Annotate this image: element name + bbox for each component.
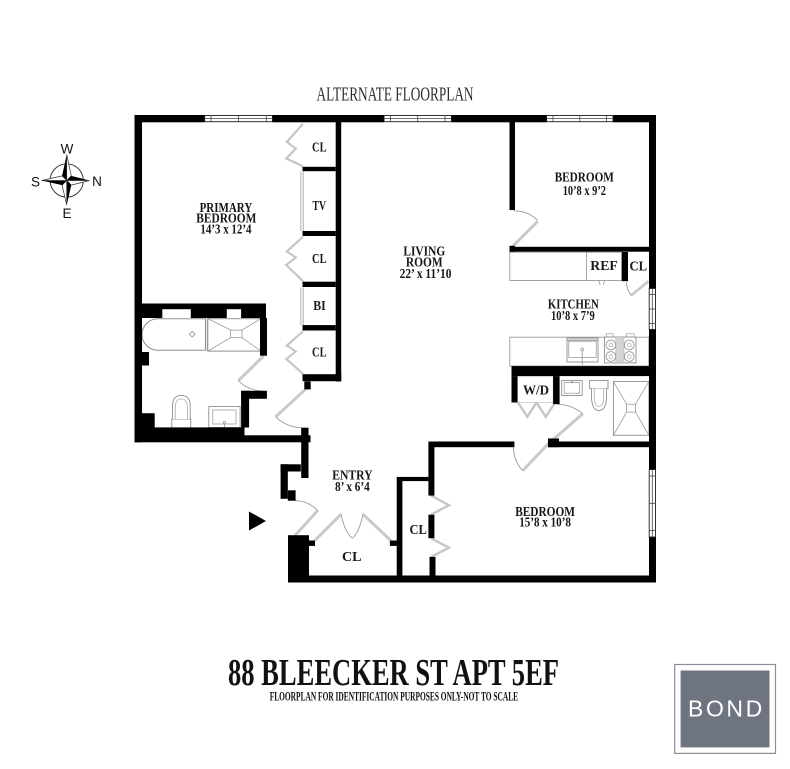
svg-text:14’3 x 12’4: 14’3 x 12’4 [200,222,251,237]
svg-text:TV: TV [313,198,327,213]
svg-text:W: W [61,142,74,157]
svg-text:REF: REF [590,258,618,273]
svg-text:FLOORPLAN FOR IDENTIFICATION P: FLOORPLAN FOR IDENTIFICATION PURPOSES ON… [270,689,518,703]
svg-text:88 BLEECKER ST APT 5EF: 88 BLEECKER ST APT 5EF [228,652,559,694]
svg-text:PRIMARY: PRIMARY [200,201,253,216]
svg-text:10’8 x 7’9: 10’8 x 7’9 [551,308,595,323]
svg-text:8’ x 6’4: 8’ x 6’4 [335,479,370,494]
svg-text:BI: BI [313,298,326,313]
svg-text:BEDROOM: BEDROOM [196,212,256,227]
svg-text:CL: CL [342,549,362,564]
svg-text:E: E [62,206,71,221]
svg-text:N: N [92,174,102,189]
svg-text:BEDROOM: BEDROOM [515,505,575,520]
svg-text:CL: CL [312,345,327,360]
svg-text:CL: CL [312,140,327,155]
svg-text:CL: CL [630,258,648,273]
svg-text:ROOM: ROOM [406,255,443,270]
svg-text:BOND: BOND [688,696,765,722]
svg-text:15’8 x 10’8: 15’8 x 10’8 [519,515,571,530]
svg-text:S: S [31,175,40,190]
svg-text:BEDROOM: BEDROOM [555,170,614,185]
svg-text:W/D: W/D [523,382,549,397]
svg-text:CL: CL [410,522,427,537]
svg-text:KITCHEN: KITCHEN [548,298,599,313]
svg-text:22’ x 11’10: 22’ x 11’10 [400,266,452,281]
svg-text:ENTRY: ENTRY [332,469,372,484]
svg-text:ALTERNATE FLOORPLAN: ALTERNATE FLOORPLAN [317,84,474,105]
svg-text:LIVING: LIVING [403,244,445,259]
svg-text:CL: CL [312,251,327,266]
svg-text:10’8 x 9’2: 10’8 x 9’2 [563,183,606,198]
